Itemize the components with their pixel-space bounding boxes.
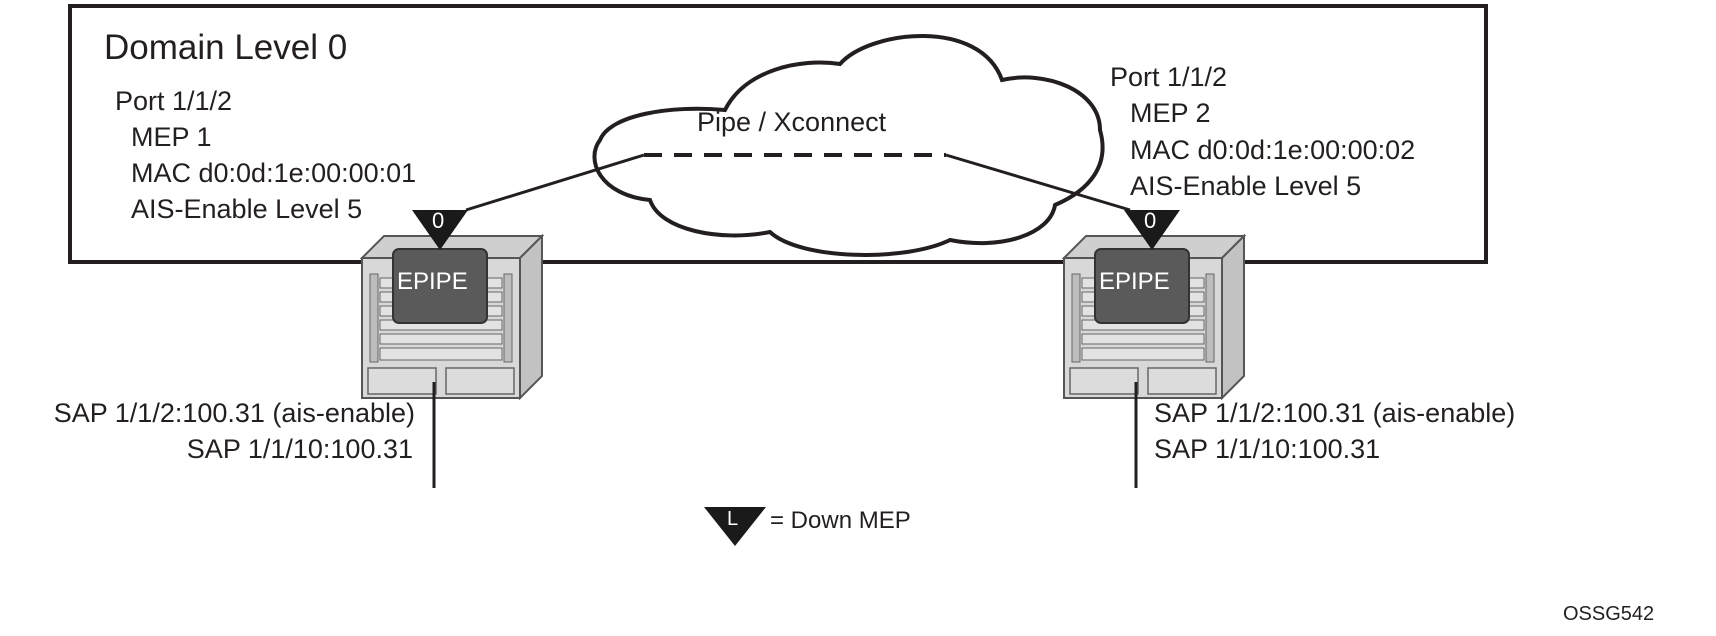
left-mep: MEP 1 <box>131 122 212 152</box>
cloud-label: Pipe / Xconnect <box>697 107 887 137</box>
left-mep-level: 0 <box>432 208 445 233</box>
right-sap-2: SAP 1/1/10:100.31 <box>1154 434 1381 464</box>
right-ais: AIS-Enable Level 5 <box>1130 171 1362 201</box>
legend-mep-down-icon <box>704 507 766 546</box>
left-sap-2: SAP 1/1/10:100.31 <box>186 434 413 464</box>
right-mep-down-icon <box>1124 210 1180 250</box>
figure-id: OSSG542 <box>1563 603 1655 625</box>
legend-symbol-letter: L <box>727 508 739 530</box>
left-epipe-label: EPIPE <box>397 268 468 295</box>
legend-text: = Down MEP <box>770 507 911 534</box>
left-sap-1: SAP 1/1/2:100.31 (ais-enable) <box>53 398 415 428</box>
left-port: Port 1/1/2 <box>115 86 233 116</box>
right-epipe-face <box>1094 248 1190 324</box>
left-mep-down-icon <box>412 210 468 250</box>
domain-level-box <box>68 4 1488 264</box>
cloud-outline <box>592 34 1105 257</box>
right-link-line <box>945 153 1131 212</box>
right-port: Port 1/1/2 <box>1110 62 1228 92</box>
left-mac: MAC d0:0d:1e:00:00:01 <box>131 158 417 188</box>
right-epipe-label: EPIPE <box>1099 268 1170 295</box>
left-ais: AIS-Enable Level 5 <box>131 194 363 224</box>
right-mep: MEP 2 <box>1130 98 1211 128</box>
right-mep-level: 0 <box>1144 208 1157 233</box>
right-sap-1: SAP 1/1/2:100.31 (ais-enable) <box>1154 398 1516 428</box>
domain-title: Domain Level 0 <box>104 28 348 67</box>
right-mac: MAC d0:0d:1e:00:00:02 <box>1130 135 1416 165</box>
left-link-line <box>465 153 645 212</box>
